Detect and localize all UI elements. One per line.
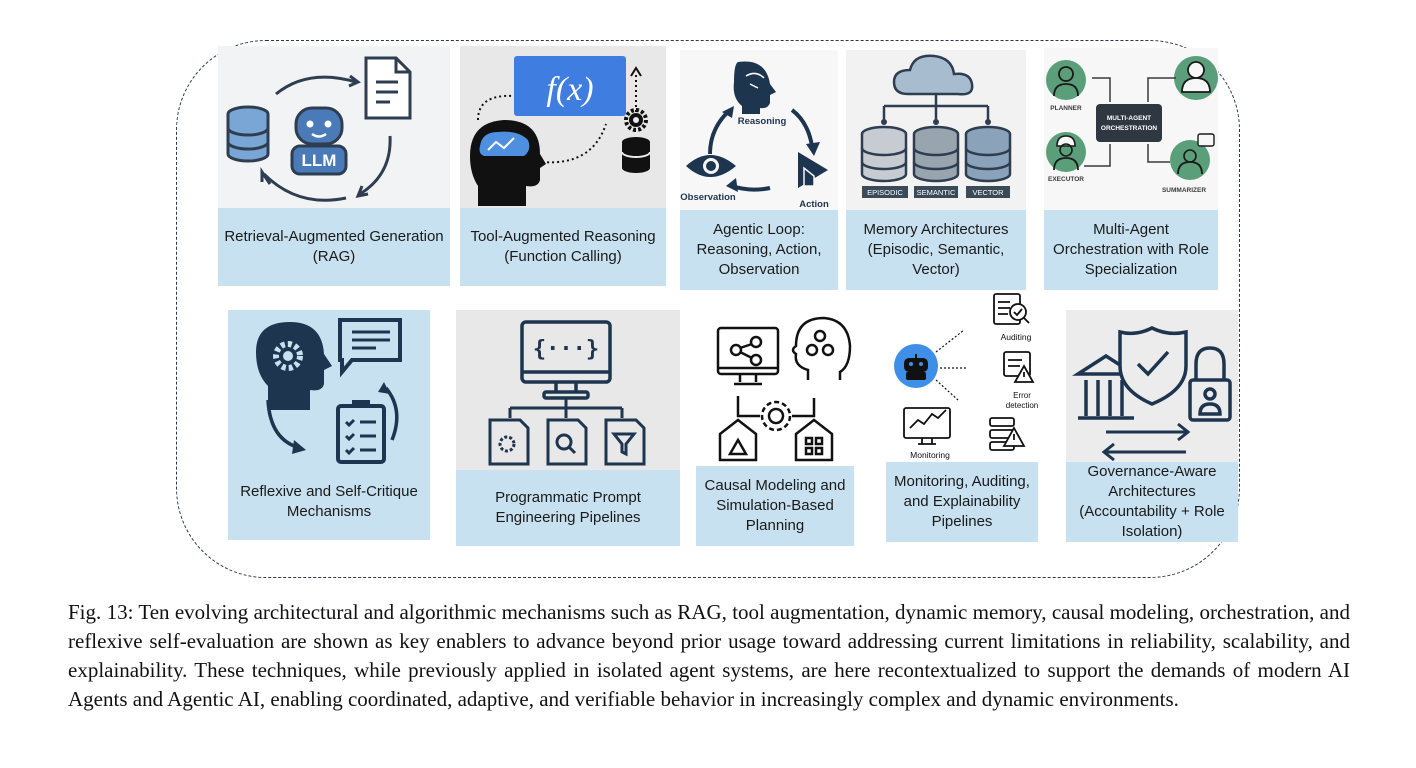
panel-reflexive: Reflexive and Self-Critique Mechanisms [228,310,430,540]
panel-tool-augmented: f(x) Tool-Augmented Reasoning (Function … [460,46,666,286]
monitor-graph-icon [716,326,780,386]
panel-label: Governance-Aware Architectures (Accounta… [1066,462,1238,542]
panel-multi-agent: PLANNER MULTI-AGENT ORCHESTRATION EXECUT… [1044,48,1218,290]
orchestration-box [1096,104,1162,142]
prompt-illustration: {···} [456,310,680,470]
cursor-play-icon [798,152,828,188]
error-text-2: detection [1006,401,1038,410]
panel-label: Multi-Agent Orchestration with Role Spec… [1044,210,1218,290]
lock-user-icon [1188,346,1232,422]
head-brain-icon [470,120,546,206]
semantic-tag: SEMANTIC [917,188,956,197]
panel-causal-modeling: Causal Modeling and Simulation-Based Pla… [696,306,854,546]
function-box-icon [514,56,626,116]
monitor-code-icon [520,320,612,400]
gear-icon [760,400,792,432]
house-icon [718,418,834,462]
memory-illustration: EPISODIC SEMANTIC VECTOR [846,50,1026,210]
panel-label: Reflexive and Self-Critique Mechanisms [228,464,430,540]
panel-label: Retrieval-Augmented Generation (RAG) [218,208,450,286]
dotted-path [477,72,637,164]
stack-warning-icon [989,417,1026,451]
action-text: Action [799,199,829,210]
monitoring-illustration: Auditing Error detection Monitoring [886,290,1038,462]
causal-illustration [696,306,854,466]
orchestration-text-2: ORCHESTRATION [1101,125,1158,132]
database-icon [621,137,651,173]
robot-icon [894,344,938,388]
executor-text: EXECUTOR [1048,176,1084,183]
cycle-arrows-icon [260,74,392,202]
brain-head-icon [733,61,776,114]
causal-arrows [736,396,816,418]
user-avatar-icon [1174,56,1218,100]
gear-head-icon [256,322,332,410]
panel-memory-architectures: EPISODIC SEMANTIC VECTOR Memory Architec… [846,50,1026,290]
governance-illustration [1066,310,1238,462]
tool-illustration: f(x) [460,46,666,208]
audit-doc-icon [993,293,1030,325]
fx-text: f(x) [546,71,593,108]
gear-icon [624,108,648,132]
exchange-arrows-icon [1101,422,1191,462]
clipboard-checklist-icon [336,400,386,464]
shield-check-icon [1118,326,1188,406]
summarizer-text: SUMMARIZER [1162,187,1206,194]
document-icon [364,56,412,120]
doc-gear-icon [488,418,530,466]
orchestration-text-1: MULTI-AGENT [1107,115,1151,122]
dashed-group-frame [176,40,1240,578]
cloud-icon [892,54,974,96]
panel-prompt-engineering: {···} Programmatic Prompt Engineering Pi… [456,310,680,546]
speech-bubble-icon [338,318,402,378]
warning-doc-icon [1003,351,1035,383]
panel-label: Causal Modeling and Simulation-Based Pla… [696,466,854,546]
loop-illustration: Reasoning Action Observation [680,50,838,210]
panel-label: Memory Architectures (Episodic, Semantic… [846,210,1026,290]
panel-rag: LLM Retrieval-Augmented Generation (RAG) [218,46,450,286]
multi-agent-illustration: PLANNER MULTI-AGENT ORCHESTRATION EXECUT… [1044,48,1218,210]
llm-text: LLM [302,151,337,170]
flow-arrows [1084,77,1176,167]
panel-governance: Governance-Aware Architectures (Accounta… [1066,310,1238,542]
planner-avatar-icon [1046,60,1086,100]
database-icon [226,105,270,163]
reflexive-illustration [228,310,430,464]
monitor-chart-icon [903,407,951,445]
arrow-up-icon [630,66,642,77]
error-text-1: Error [1013,391,1031,400]
doc-filter-icon [604,418,646,466]
monitoring-text: Monitoring [910,450,950,460]
dotted-links [935,329,966,401]
database-icon [860,125,1012,183]
summarizer-avatar-icon [1170,133,1215,180]
robot-icon: LLM [290,106,348,176]
connector-lines [882,94,990,120]
panel-label: Agentic Loop: Reasoning, Action, Observa… [680,210,838,290]
executor-avatar-icon [1046,132,1086,172]
doc-search-icon [546,418,588,466]
episodic-tag: EPISODIC [867,188,903,197]
vector-tag: VECTOR [972,188,1004,197]
planner-text: PLANNER [1050,105,1082,112]
panel-agentic-loop: Reasoning Action Observation Agentic Loo… [680,50,838,290]
figure-caption: Fig. 13: Ten evolving architectural and … [68,600,1350,711]
auditing-text: Auditing [1001,332,1032,342]
code-braces-text: {···} [533,337,599,362]
rag-illustration: LLM [218,46,450,208]
reasoning-text: Reasoning [738,116,787,127]
panel-label: Monitoring, Auditing, and Explainability… [886,462,1038,542]
arrow-up-icon [384,386,399,441]
panel-label: Programmatic Prompt Engineering Pipeline… [456,470,680,546]
head-graph-icon [791,316,852,380]
eye-icon [686,155,736,177]
observation-text: Observation [680,192,736,203]
panel-label: Tool-Augmented Reasoning (Function Calli… [460,208,666,286]
panel-monitoring: Auditing Error detection Monitoring Moni… [886,290,1038,542]
